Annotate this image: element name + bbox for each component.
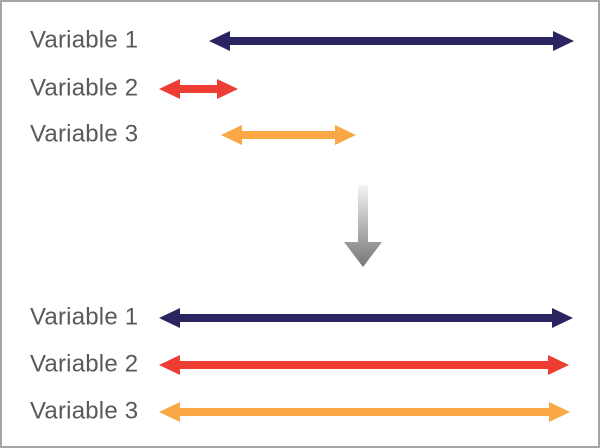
arrow-left-head-icon bbox=[221, 125, 242, 145]
arrow-shaft bbox=[242, 131, 335, 139]
arrow-left-head-icon bbox=[159, 355, 180, 375]
arrow-shaft bbox=[180, 85, 217, 93]
arrow-right-head-icon bbox=[548, 355, 569, 375]
arrow-right-head-icon bbox=[335, 125, 356, 145]
arrow-left-head-icon bbox=[159, 308, 180, 328]
arrow-left-head-icon bbox=[159, 402, 180, 422]
arrow-right-head-icon bbox=[217, 79, 238, 99]
variable-label: Variable 1 bbox=[30, 26, 139, 54]
range-arrow bbox=[209, 30, 574, 52]
variable-label: Variable 3 bbox=[30, 120, 139, 148]
arrow-shaft bbox=[180, 361, 548, 369]
variable-label: Variable 1 bbox=[30, 303, 139, 331]
arrow-shaft bbox=[180, 408, 549, 416]
arrow-left-head-icon bbox=[209, 31, 230, 51]
arrow-shaft bbox=[230, 37, 553, 45]
range-arrow bbox=[159, 307, 573, 329]
arrow-right-head-icon bbox=[549, 402, 570, 422]
variable-label: Variable 3 bbox=[30, 397, 139, 425]
arrow-shaft bbox=[180, 314, 552, 322]
range-arrow bbox=[159, 78, 238, 100]
variable-label: Variable 2 bbox=[30, 350, 139, 378]
range-arrow bbox=[221, 124, 356, 146]
arrow-right-head-icon bbox=[552, 308, 573, 328]
range-arrow bbox=[159, 354, 569, 376]
range-arrow bbox=[159, 401, 570, 423]
arrow-left-head-icon bbox=[159, 79, 180, 99]
transform-down-arrow-icon bbox=[344, 185, 382, 267]
arrow-right-head-icon bbox=[553, 31, 574, 51]
variable-label: Variable 2 bbox=[30, 74, 139, 102]
